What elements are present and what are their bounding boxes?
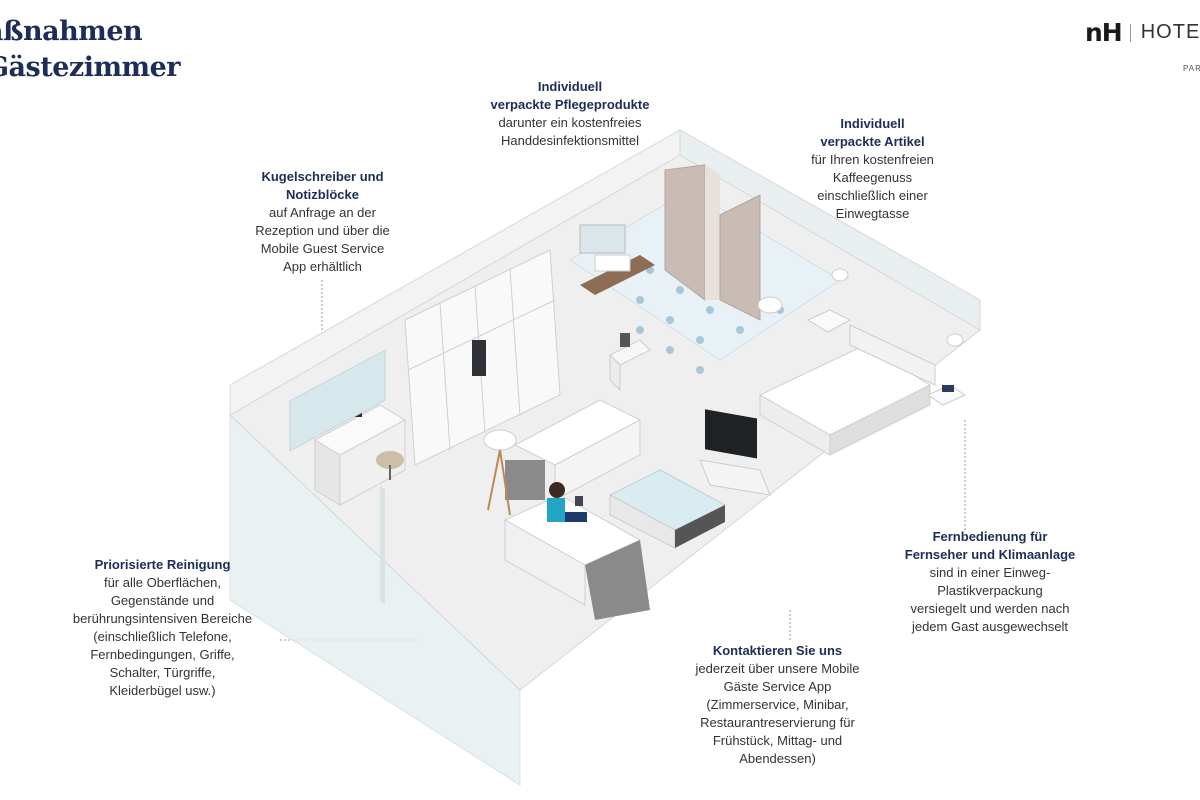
page-title: aßnahmen Gästezimmer [0,14,181,86]
toilet-cubicle [719,194,761,321]
nightstand-left [806,309,852,333]
callout-fernbedienung: Fernbedienung für Fernseher und Klimaanl… [890,528,1090,636]
brand-name: HOTE [1140,21,1200,43]
brand-subtitle: PAR [1183,64,1200,73]
callout-kugelschreiber-body: auf Anfrage an der Rezeption und über di… [255,205,390,274]
page-title-line2: Gästezimmer [0,52,181,83]
sink-counter [580,255,655,295]
callout-fernbedienung-title: Fernbedienung für Fernseher und Klimaanl… [904,529,1076,562]
front-glass-wall [229,413,521,786]
callout-kontakt: Kontaktieren Sie uns jederzeit über unse… [675,642,880,768]
tv [705,409,757,459]
back-right-wall [679,129,981,331]
guest-figure [549,482,565,498]
callout-reinigung-title: Priorisierte Reinigung [94,557,231,572]
brand-logo-block: nH HOTE [1085,18,1200,47]
callout-kontakt-body: jederzeit über unsere Mobile Gäste Servi… [695,661,860,766]
page-title-line1: aßnahmen [0,16,143,47]
callout-pflegeprodukte-body: darunter ein kostenfreies Handdesinfekti… [498,115,642,148]
callout-kontakt-title: Kontaktieren Sie uns [712,643,843,658]
callout-kugelschreiber: Kugelschreiber und Notizblöcke auf Anfra… [240,168,405,276]
callout-artikel-title: Individuell verpackte Artikel [820,116,925,149]
callout-artikel-body: für Ihren kostenfreien Kaffeegenuss eins… [811,152,934,221]
callout-pflegeprodukte: Individuell verpackte Pflegeprodukte dar… [470,78,670,150]
callout-reinigung-body: für alle Oberflächen, Gegenstände und be… [72,575,253,698]
callout-kugelschreiber-title: Kugelschreiber und Notizblöcke [261,169,384,202]
callout-reinigung: Priorisierte Reinigung für alle Oberfläc… [55,556,270,700]
floor-lamp [483,429,517,451]
callout-pflegeprodukte-title: Individuell verpackte Pflegeprodukte [490,79,650,112]
nh-logo: nH [1085,18,1123,47]
brand-divider [1129,23,1131,42]
callout-fernbedienung-body: sind in einer Einweg- Plastikverpackung … [910,565,1070,634]
desk-chair [376,451,404,469]
callout-artikel: Individuell verpackte Artikel für Ihren … [780,115,965,223]
